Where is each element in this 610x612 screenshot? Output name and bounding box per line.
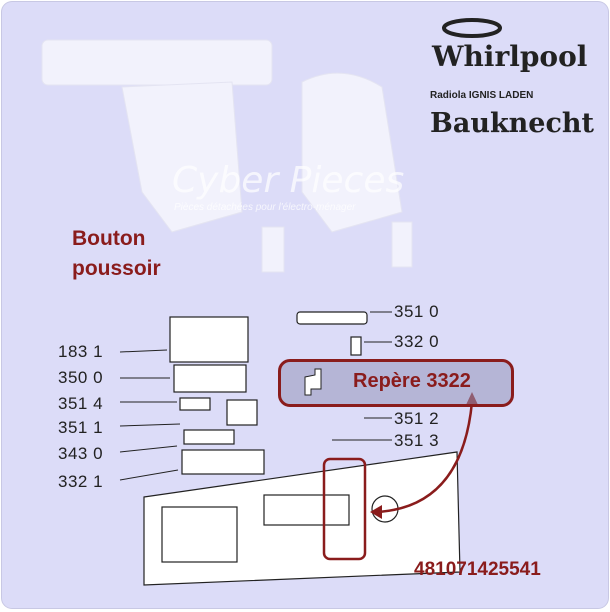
ref-label: 351 0 <box>394 302 440 321</box>
ref-label: 332 1 <box>58 472 104 491</box>
ref-label: 351 3 <box>394 431 440 450</box>
exploded-parts <box>143 311 461 586</box>
title-line: Bouton <box>72 227 146 250</box>
watermark: Cyber Pieces <box>172 160 405 201</box>
title-line: poussoir <box>72 257 161 280</box>
callout-arrow <box>376 401 474 514</box>
button-part-icon <box>304 368 322 396</box>
product-title: Bouton poussoir <box>72 224 161 284</box>
watermark-tagline: Pièces détachées pour l'électro-ménager <box>174 202 356 213</box>
push-button-photo <box>41 39 413 273</box>
leader-lines <box>119 311 392 481</box>
ref-label: 332 0 <box>394 332 440 351</box>
ref-label: 343 0 <box>58 444 104 463</box>
ref-label: 183 1 <box>58 342 104 361</box>
whirlpool-logo: Whirlpool <box>432 40 588 73</box>
sub-brands-logo: Radiola IGNIS LADEN <box>430 90 534 101</box>
ref-label: 351 2 <box>394 409 440 428</box>
whirlpool-swirl-icon <box>442 18 502 38</box>
ref-label: 350 0 <box>58 368 104 387</box>
callout-label: Repère 3322 <box>353 370 471 392</box>
part-number: 481071425541 <box>414 559 541 580</box>
ref-label: 351 4 <box>58 394 104 413</box>
bauknecht-logo: Bauknecht <box>430 108 595 139</box>
ref-label: 351 1 <box>58 418 104 437</box>
callout-box: Repère 3322 <box>278 359 514 407</box>
highlight-box <box>322 457 367 561</box>
